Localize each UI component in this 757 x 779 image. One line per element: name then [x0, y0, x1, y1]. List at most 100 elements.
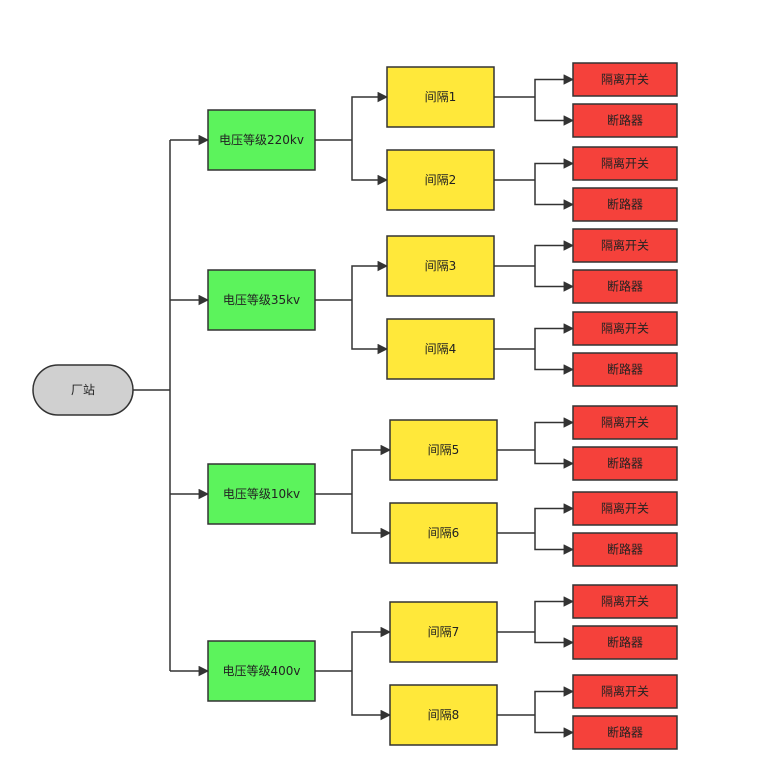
connector-arrow	[534, 632, 575, 648]
circuit-breaker-node-label: 断路器	[607, 635, 643, 650]
bay-node: 间隔7	[389, 601, 498, 663]
isolator-switch-node-shape	[572, 62, 678, 97]
voltage-level-node-label: 电压等级10kv	[223, 487, 300, 501]
connector-arrow	[534, 715, 575, 738]
bay-node-label: 间隔5	[428, 443, 460, 457]
isolator-switch-node-label: 隔离开关	[601, 594, 649, 609]
root-node-label: 厂站	[71, 383, 95, 397]
connector-arrow	[534, 450, 575, 469]
bay-node: 间隔3	[386, 235, 495, 297]
isolator-switch-node-label: 隔离开关	[601, 321, 649, 336]
bay-node-shape	[386, 235, 495, 297]
voltage-level-node: 电压等级220kv	[207, 109, 316, 171]
circuit-breaker-node-shape	[572, 446, 678, 481]
connector-arrow	[351, 444, 392, 494]
connector-arrow	[534, 686, 575, 715]
bay-node: 间隔5	[389, 419, 498, 481]
circuit-breaker-node-label: 断路器	[607, 542, 643, 557]
bay-node-shape	[389, 601, 498, 663]
bay-node: 间隔6	[389, 502, 498, 564]
bay-node-label: 间隔7	[428, 625, 460, 639]
circuit-breaker-node-shape	[572, 187, 678, 222]
isolator-switch-node: 隔离开关	[572, 491, 678, 526]
circuit-breaker-node: 断路器	[572, 269, 678, 304]
connector-arrow	[351, 300, 389, 355]
isolator-switch-node-shape	[572, 311, 678, 346]
connector-arrow	[351, 626, 392, 671]
connector-arrow	[351, 494, 392, 539]
connector-arrow	[534, 349, 575, 375]
isolator-switch-node-label: 隔离开关	[601, 238, 649, 253]
isolator-switch-node-shape	[572, 584, 678, 619]
root-node-shape	[32, 364, 134, 416]
circuit-breaker-node-shape	[572, 715, 678, 750]
circuit-breaker-node-shape	[572, 269, 678, 304]
voltage-level-node-label: 电压等级35kv	[223, 293, 300, 307]
isolator-switch-node-label: 隔离开关	[601, 501, 649, 516]
isolator-switch-node: 隔离开关	[572, 584, 678, 619]
connector-arrow	[534, 240, 575, 266]
voltage-level-node-label: 电压等级220kv	[219, 133, 304, 147]
bay-node: 间隔2	[386, 149, 495, 211]
connector-arrow	[351, 91, 389, 140]
connector-arrow	[534, 74, 575, 97]
circuit-breaker-node-label: 断路器	[607, 456, 643, 471]
bay-node-label: 间隔4	[425, 342, 457, 356]
connector-arrow	[534, 266, 575, 292]
circuit-breaker-node: 断路器	[572, 352, 678, 387]
connector-arrow	[534, 596, 575, 632]
isolator-switch-node: 隔离开关	[572, 405, 678, 440]
isolator-switch-node-shape	[572, 228, 678, 263]
voltage-level-node-shape	[207, 109, 316, 171]
connector-arrow	[534, 158, 575, 180]
isolator-switch-node-label: 隔离开关	[601, 156, 649, 171]
isolator-switch-node-shape	[572, 491, 678, 526]
circuit-breaker-node: 断路器	[572, 625, 678, 660]
bay-node-label: 间隔8	[428, 708, 460, 722]
bay-node: 间隔8	[389, 684, 498, 746]
connector-arrow	[534, 97, 575, 126]
bay-node-label: 间隔3	[425, 259, 457, 273]
isolator-switch-node-label: 隔离开关	[601, 684, 649, 699]
isolator-switch-node-shape	[572, 405, 678, 440]
voltage-level-node-shape	[207, 463, 316, 525]
circuit-breaker-node: 断路器	[572, 103, 678, 138]
voltage-level-node: 电压等级10kv	[207, 463, 316, 525]
bay-node-label: 间隔6	[428, 526, 460, 540]
root-node: 厂站	[32, 364, 134, 416]
connector-arrow	[351, 671, 392, 721]
isolator-switch-node-label: 隔离开关	[601, 415, 649, 430]
bay-node: 间隔1	[386, 66, 495, 128]
connector-arrow	[534, 503, 575, 533]
circuit-breaker-node-shape	[572, 532, 678, 567]
voltage-level-node: 电压等级400v	[207, 640, 316, 702]
connector-arrow	[534, 323, 575, 349]
circuit-breaker-node-label: 断路器	[607, 362, 643, 377]
bay-node-label: 间隔1	[425, 90, 457, 104]
circuit-breaker-node-label: 断路器	[607, 197, 643, 212]
bay-node-shape	[386, 149, 495, 211]
bay-node-shape	[389, 419, 498, 481]
voltage-level-node: 电压等级35kv	[207, 269, 316, 331]
circuit-breaker-node-shape	[572, 625, 678, 660]
circuit-breaker-node-shape	[572, 103, 678, 138]
bay-node-shape	[386, 318, 495, 380]
circuit-breaker-node: 断路器	[572, 532, 678, 567]
isolator-switch-node-shape	[572, 146, 678, 181]
connector-arrow	[534, 180, 575, 210]
isolator-switch-node-shape	[572, 674, 678, 709]
bay-node: 间隔4	[386, 318, 495, 380]
voltage-level-node-shape	[207, 269, 316, 331]
isolator-switch-node: 隔离开关	[572, 62, 678, 97]
circuit-breaker-node-label: 断路器	[607, 725, 643, 740]
circuit-breaker-node: 断路器	[572, 715, 678, 750]
bay-node-label: 间隔2	[425, 173, 457, 187]
circuit-breaker-node-label: 断路器	[607, 279, 643, 294]
circuit-breaker-node-label: 断路器	[607, 113, 643, 128]
isolator-switch-node: 隔离开关	[572, 146, 678, 181]
connector-arrow	[534, 417, 575, 450]
circuit-breaker-node: 断路器	[572, 187, 678, 222]
voltage-level-node-shape	[207, 640, 316, 702]
bay-node-shape	[386, 66, 495, 128]
